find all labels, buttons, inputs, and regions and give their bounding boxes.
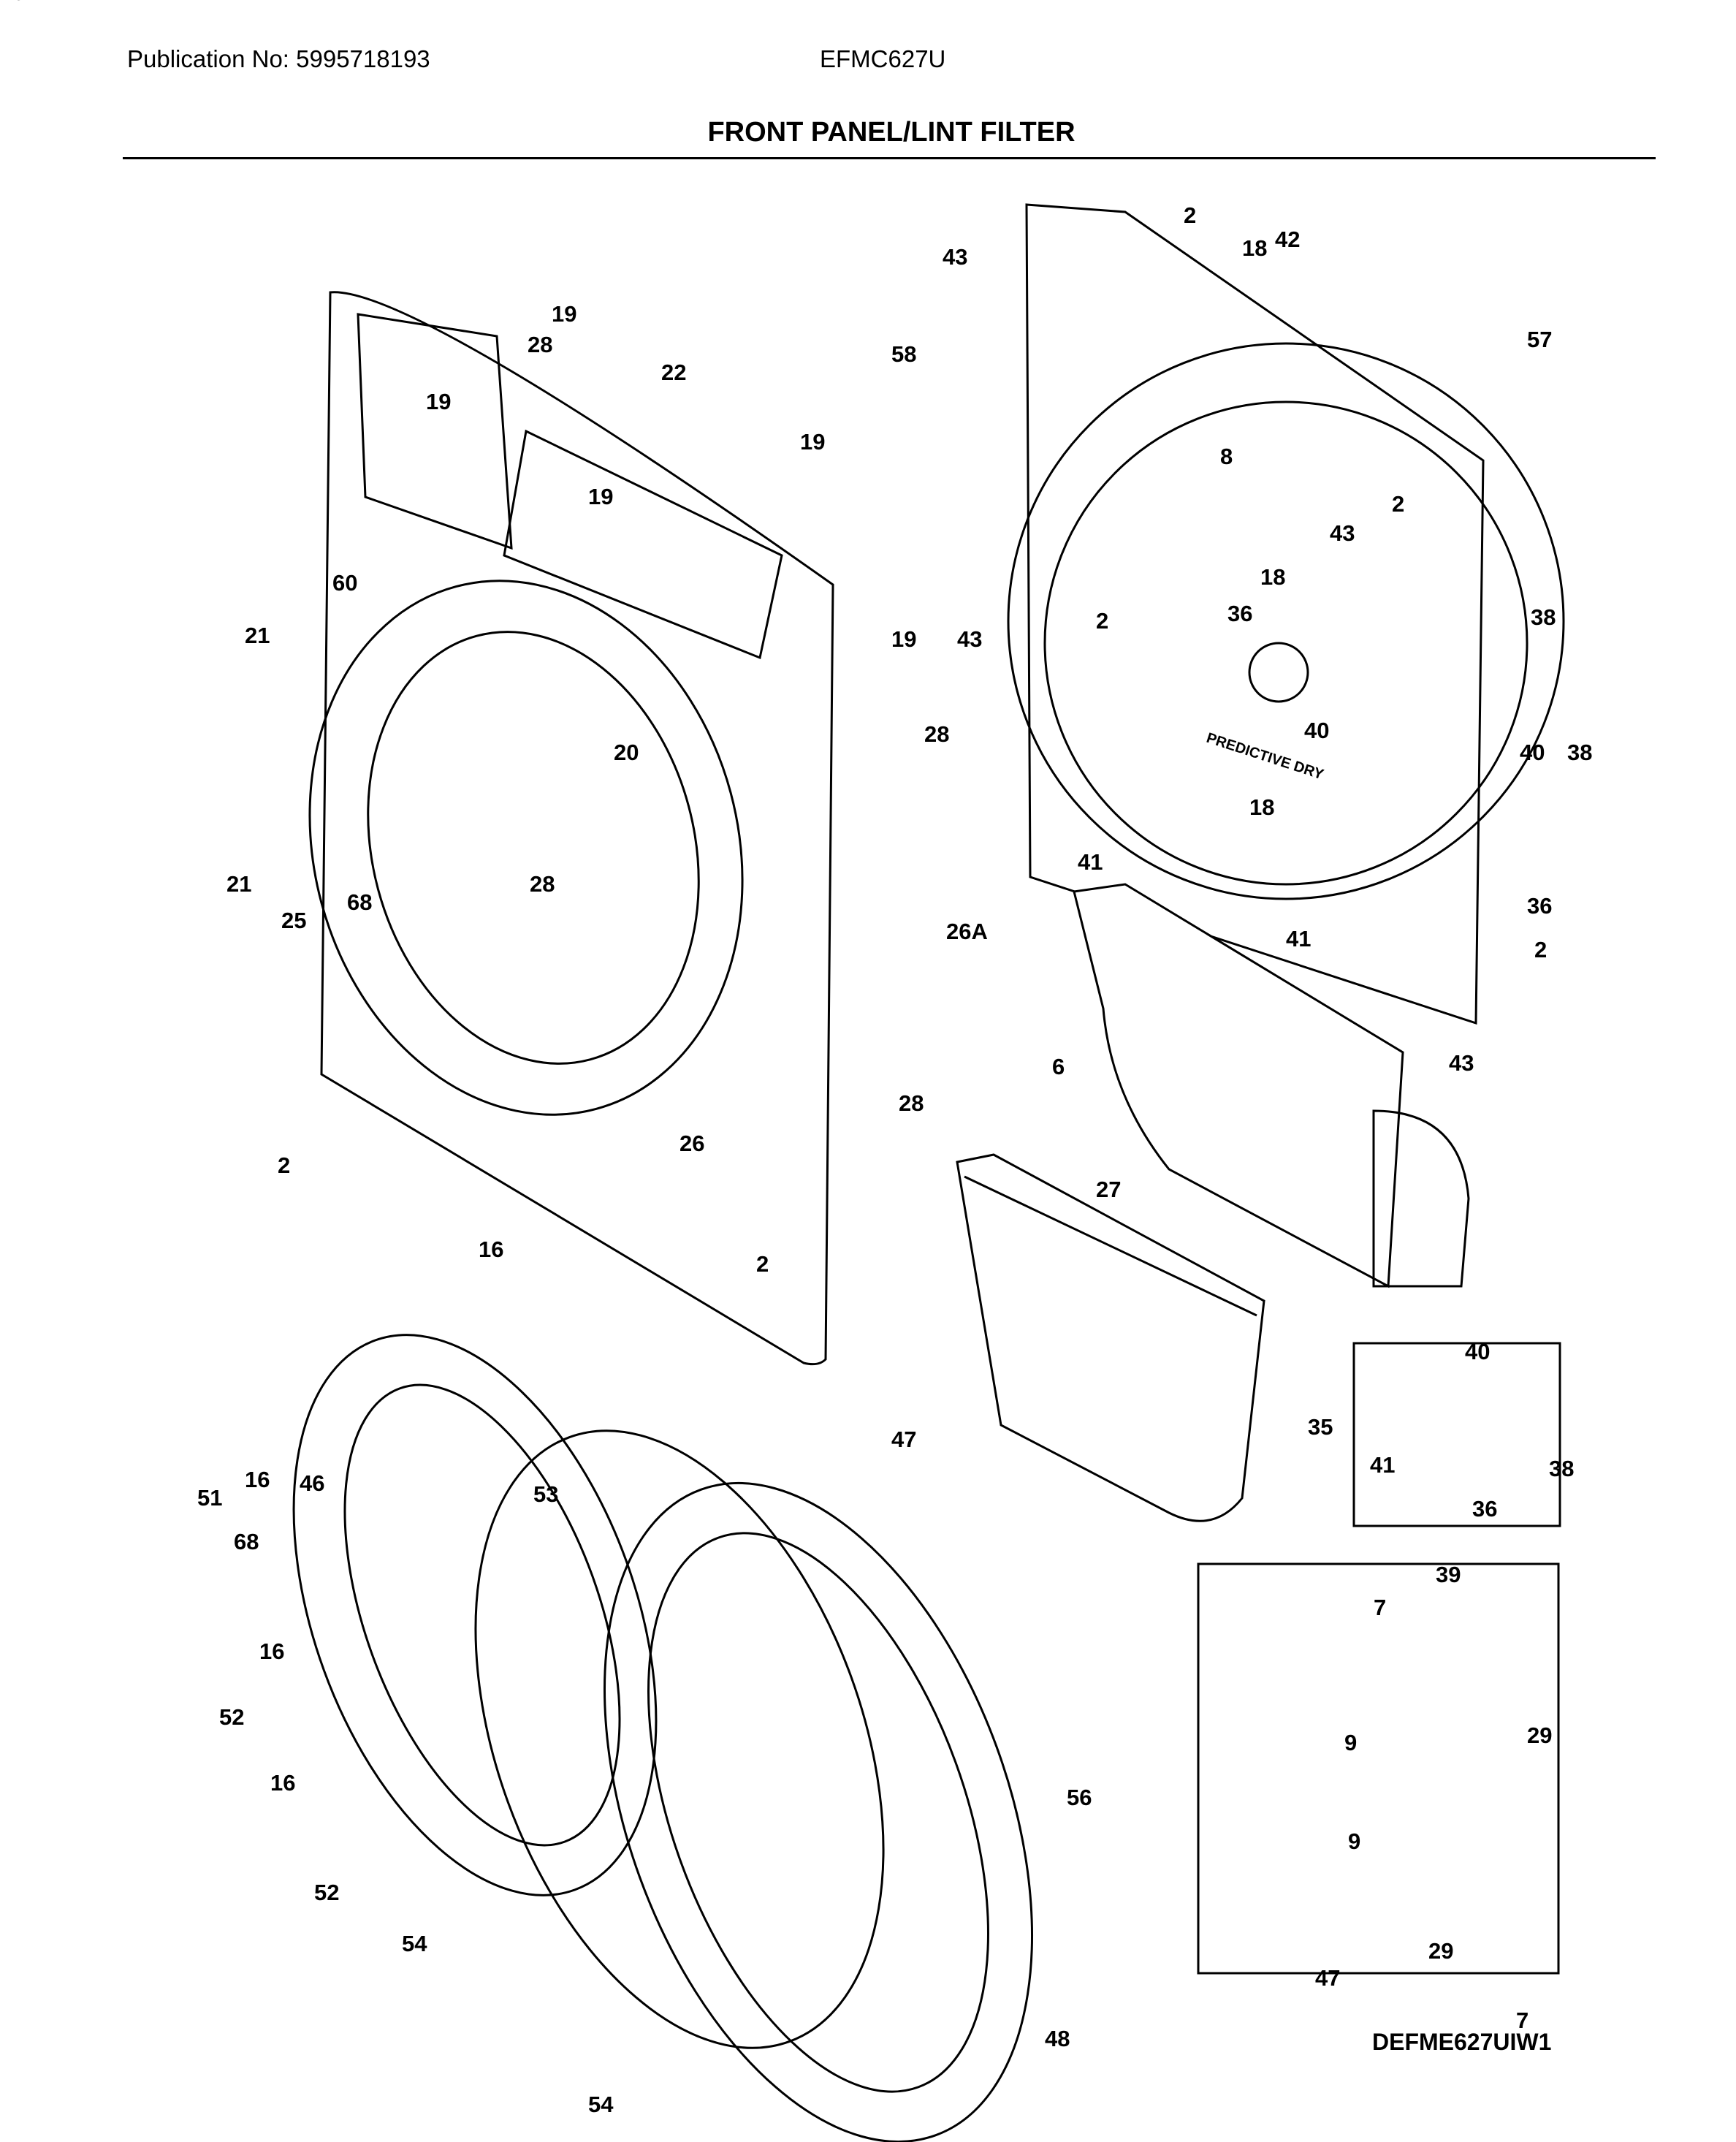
- rear-bulkhead: [1007, 203, 1565, 1025]
- callout-40: 40: [1465, 1339, 1490, 1364]
- callout-9: 9: [1344, 1730, 1357, 1755]
- callout-2: 2: [1184, 202, 1196, 228]
- callout-29: 29: [1527, 1723, 1552, 1748]
- callout-35: 35: [1308, 1414, 1333, 1440]
- callout-18: 18: [1260, 564, 1285, 590]
- callout-40: 40: [1304, 718, 1329, 743]
- callout-27: 27: [1096, 1177, 1121, 1202]
- page-title: FRONT PANEL/LINT FILTER: [707, 117, 1076, 148]
- model-number: EFMC627U: [820, 45, 946, 72]
- callout-7: 7: [1516, 2008, 1528, 2033]
- callout-18: 18: [1249, 794, 1274, 820]
- callout-40: 40: [1520, 740, 1545, 765]
- callout-6: 6: [1052, 1054, 1065, 1079]
- callout-51: 51: [197, 1485, 222, 1511]
- callout-16: 16: [259, 1638, 284, 1664]
- publication-number: Publication No: 5995718193: [127, 45, 430, 72]
- lint-duct: [1073, 883, 1470, 1288]
- callout-54: 54: [402, 1931, 427, 1956]
- callout-52: 52: [219, 1704, 244, 1730]
- callout-41: 41: [1078, 849, 1103, 875]
- front-panel: [308, 291, 834, 1366]
- callout-2: 2: [1534, 937, 1547, 962]
- callout-48: 48: [1045, 2026, 1070, 2051]
- callout-42: 42: [1275, 227, 1300, 252]
- callout-47: 47: [1315, 1965, 1340, 1991]
- callout-39: 39: [1436, 1562, 1461, 1587]
- callout-28: 28: [528, 332, 552, 357]
- callout-19: 19: [426, 389, 451, 414]
- callout-36: 36: [1527, 893, 1552, 919]
- title-rule: [123, 157, 1656, 159]
- callout-26A: 26A: [946, 919, 988, 944]
- callout-2: 2: [1096, 608, 1108, 634]
- inset-box-hinge: [1197, 1562, 1560, 1975]
- callout-19: 19: [800, 429, 825, 455]
- callout-58: 58: [891, 341, 916, 367]
- callout-26: 26: [679, 1131, 704, 1156]
- callout-18: 18: [1242, 235, 1267, 261]
- callout-68: 68: [347, 889, 372, 915]
- callout-19: 19: [891, 626, 916, 652]
- callout-29: 29: [1428, 1938, 1453, 1964]
- callout-28: 28: [530, 871, 555, 897]
- callout-52: 52: [314, 1880, 339, 1905]
- callout-38: 38: [1567, 740, 1592, 765]
- callout-21: 21: [245, 623, 270, 648]
- callout-57: 57: [1527, 327, 1552, 352]
- callout-56: 56: [1067, 1785, 1092, 1810]
- callout-2: 2: [756, 1251, 769, 1277]
- callout-19: 19: [588, 484, 613, 509]
- callout-70: 70: [0, 0, 25, 5]
- callout-47: 47: [891, 1427, 916, 1452]
- diagram-code: DEFME627UIW1: [1372, 2029, 1552, 2055]
- callout-43: 43: [1330, 520, 1355, 546]
- callout-2: 2: [1392, 491, 1404, 517]
- callout-28: 28: [899, 1090, 924, 1116]
- inset-box-35: [1352, 1342, 1561, 1527]
- callout-43: 43: [957, 626, 982, 652]
- callout-46: 46: [300, 1470, 324, 1496]
- callout-36: 36: [1472, 1496, 1497, 1522]
- callout-9: 9: [1348, 1828, 1360, 1854]
- callout-53: 53: [533, 1481, 558, 1507]
- callout-43: 43: [1449, 1050, 1474, 1076]
- callout-43: 43: [943, 244, 967, 270]
- callout-labels: 2222226778991616161618181819191919192021…: [0, 0, 1592, 2117]
- callout-68: 68: [234, 1529, 259, 1554]
- callout-54: 54: [588, 2092, 614, 2117]
- callout-8: 8: [1220, 444, 1233, 469]
- callout-16: 16: [245, 1467, 270, 1492]
- callout-22: 22: [661, 360, 686, 385]
- callout-41: 41: [1286, 926, 1311, 952]
- callout-20: 20: [614, 740, 639, 765]
- callout-19: 19: [552, 301, 576, 327]
- callout-41: 41: [1370, 1452, 1395, 1478]
- callout-16: 16: [479, 1237, 503, 1262]
- callout-16: 16: [270, 1770, 295, 1796]
- callout-36: 36: [1227, 601, 1252, 626]
- callout-38: 38: [1549, 1456, 1574, 1481]
- callout-28: 28: [924, 721, 949, 747]
- callout-60: 60: [332, 570, 357, 596]
- callout-25: 25: [281, 908, 306, 933]
- callout-7: 7: [1374, 1595, 1386, 1620]
- front-bulkhead: [292, 1334, 1033, 2142]
- callout-2: 2: [278, 1152, 290, 1178]
- callout-38: 38: [1531, 604, 1556, 630]
- lint-filter: [956, 1153, 1265, 1522]
- callout-21: 21: [226, 871, 251, 897]
